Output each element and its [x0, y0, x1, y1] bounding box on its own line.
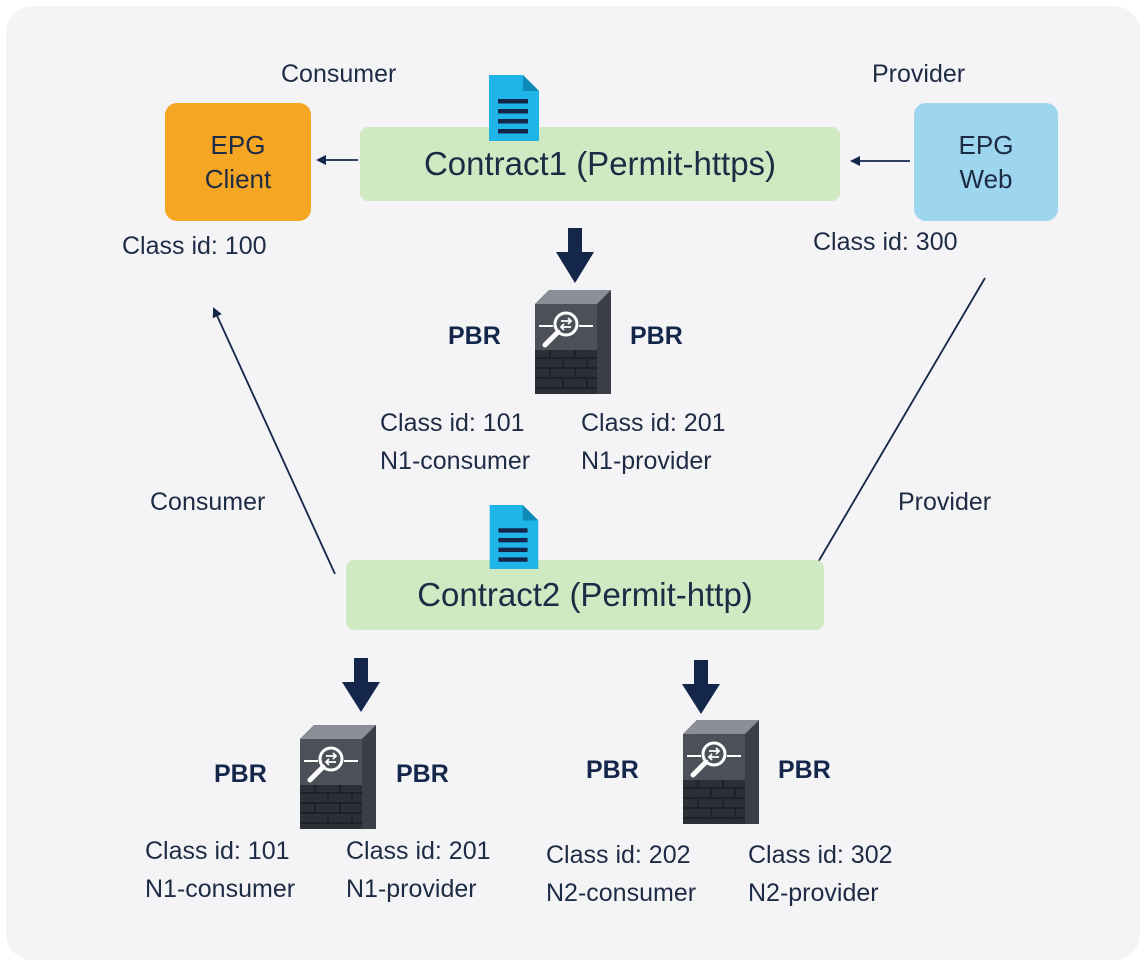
contract2-consumer-label: Consumer [150, 488, 266, 516]
node2b-pbr-provider: PBR [778, 756, 831, 784]
firewall-icon [535, 290, 611, 394]
firewall-icon [683, 720, 759, 824]
node2b-consumer-class: Class id: 202 [546, 841, 691, 869]
node2a-provider-class: Class id: 201 [346, 837, 491, 865]
node1-pbr-provider: PBR [630, 322, 683, 350]
node2a-provider-name: N1-provider [346, 875, 477, 903]
contract2-provider-label: Provider [898, 488, 992, 516]
epg-client-line1: EPG [210, 130, 266, 160]
node2a-consumer-class: Class id: 101 [145, 837, 290, 865]
node2a-pbr-provider: PBR [396, 760, 449, 788]
epg-client-line2: Client [204, 164, 272, 194]
node1-consumer-info: Class id: 101 N1-consumer [380, 404, 530, 480]
node2b-provider-info: Class id: 302 N2-provider [748, 836, 893, 912]
node1-provider-info: Class id: 201 N1-provider [581, 404, 726, 480]
client-role-label: Consumer [281, 60, 397, 88]
node2a-consumer-name: N1-consumer [145, 875, 296, 903]
node2a-pbr-consumer: PBR [214, 760, 267, 788]
contract1-label: Contract1 (Permit-https) [423, 145, 777, 182]
node2b-provider-class: Class id: 302 [748, 841, 893, 869]
node1-provider-class: Class id: 201 [581, 409, 726, 437]
epg-web-line1: EPG [958, 130, 1014, 160]
firewall-icon [300, 725, 376, 829]
node1-pbr-consumer: PBR [448, 322, 501, 350]
node2b-pbr-consumer: PBR [586, 756, 639, 784]
node2b-consumer-info: Class id: 202 N2-consumer [546, 836, 696, 912]
document-icon [489, 504, 539, 570]
contract2-box: Contract2 (Permit-http) [346, 560, 824, 630]
epg-web-box: EPG Web [914, 103, 1058, 221]
epg-client-box: EPG Client [165, 103, 311, 221]
node1-consumer-name: N1-consumer [380, 447, 531, 475]
node2b-consumer-name: N2-consumer [546, 879, 697, 907]
node1-consumer-class: Class id: 101 [380, 409, 525, 437]
node2a-provider-info: Class id: 201 N1-provider [346, 832, 491, 908]
epg-web-line2: Web [959, 164, 1013, 194]
contract2-label: Contract2 (Permit-http) [417, 576, 753, 613]
web-role-label: Provider [872, 60, 966, 88]
document-icon [489, 75, 539, 141]
contract1-box: Contract1 (Permit-https) [360, 127, 840, 201]
node2b-provider-name: N2-provider [748, 879, 879, 907]
node2a-consumer-info: Class id: 101 N1-consumer [145, 832, 295, 908]
node1-provider-name: N1-provider [581, 447, 712, 475]
epg-web-class-id: Class id: 300 [813, 228, 958, 256]
epg-client-class-id: Class id: 100 [122, 232, 267, 260]
